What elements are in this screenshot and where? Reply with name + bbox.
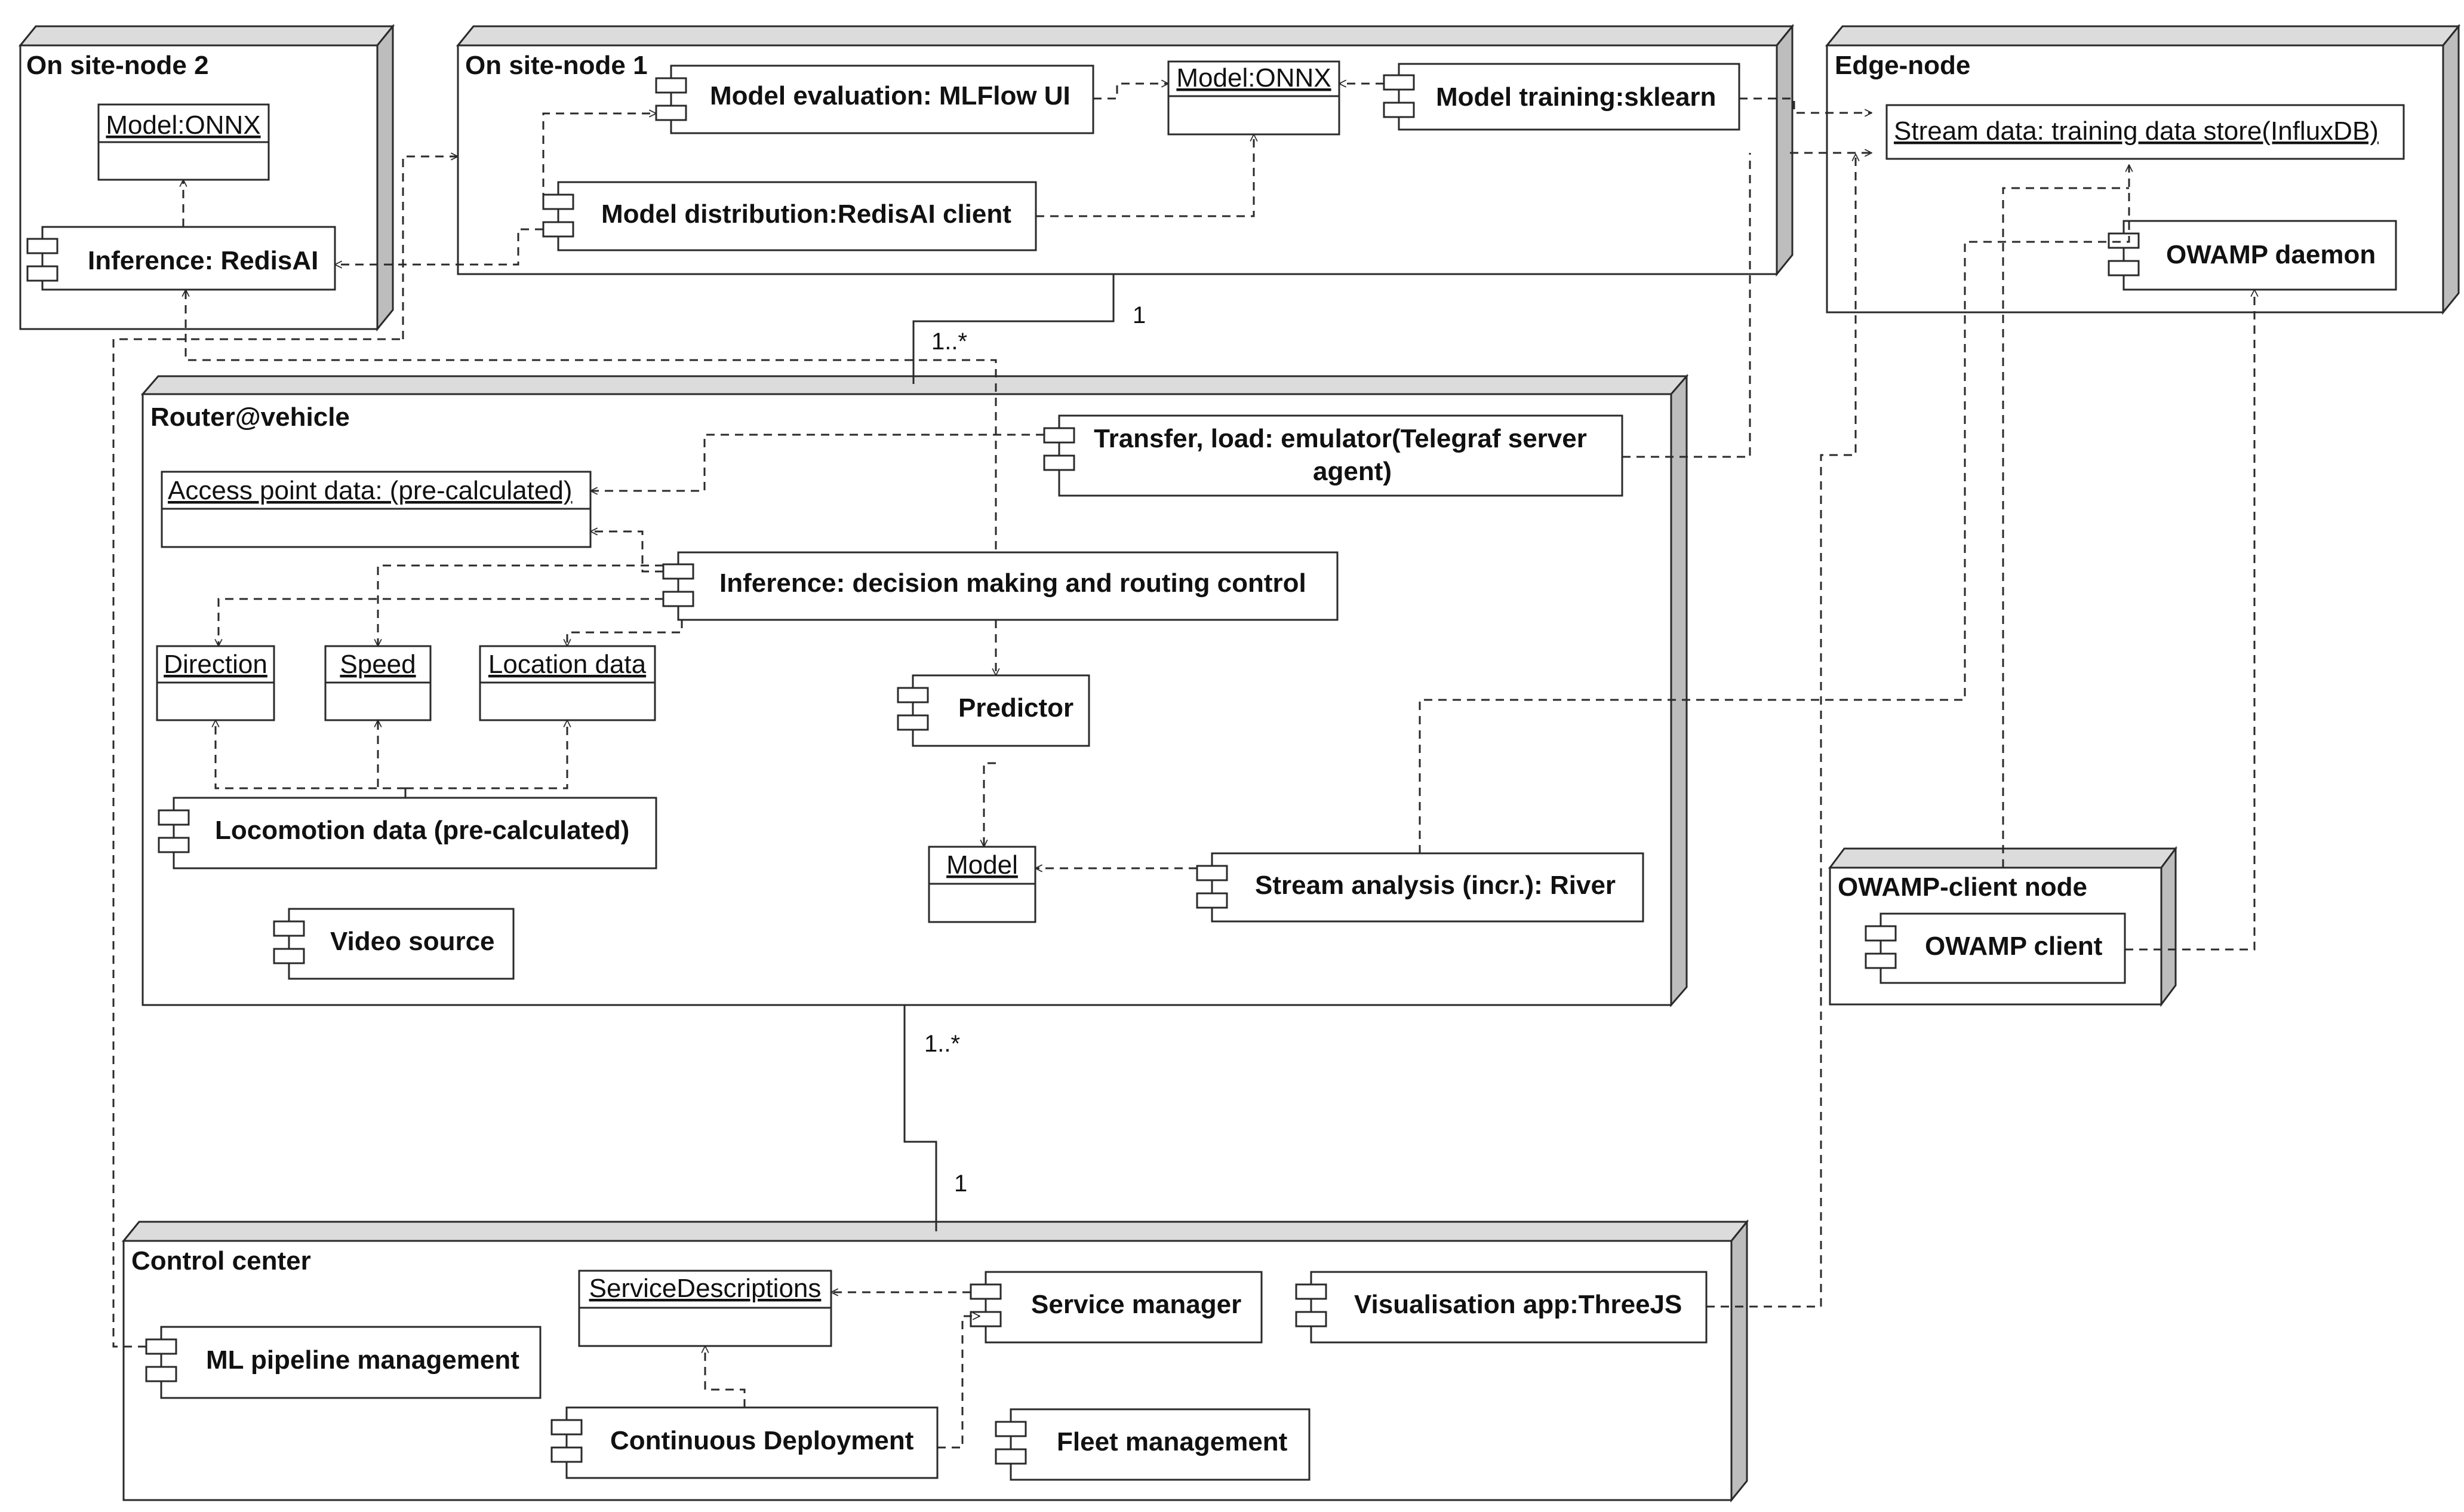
svg-text:OWAMP daemon: OWAMP daemon [2166, 240, 2376, 269]
dependencies [112, 84, 2254, 1449]
artifact-location-data: Location data [479, 645, 656, 721]
dependency-arrow [1093, 84, 1168, 100]
svg-text:Speed: Speed [340, 650, 416, 679]
component-transfer-load: Transfer, load: emulator(Telegraf server… [1043, 414, 1623, 497]
svg-text:OWAMP client: OWAMP client [1925, 932, 2103, 961]
dependency-arrow [705, 1346, 746, 1407]
component-owamp-client: OWAMP client [1865, 912, 2126, 984]
component-owamp-daemon: OWAMP daemon [2108, 220, 2397, 291]
dependency-arrow [937, 1316, 980, 1449]
svg-text:Service manager: Service manager [1031, 1290, 1241, 1319]
component-stream-analysis: Stream analysis (incr.): River [1196, 852, 1644, 923]
svg-text:Fleet management: Fleet management [1057, 1427, 1288, 1456]
component-video-source: Video source [273, 908, 515, 980]
component-ml-pipeline: ML pipeline management [145, 1326, 542, 1399]
svg-text:Location data: Location data [488, 650, 647, 679]
svg-text:Access point data: (pre-calcul: Access point data: (pre-calculated) [168, 476, 572, 505]
component-service-manager: Service manager [970, 1271, 1263, 1344]
dependency-arrow [112, 338, 403, 1348]
svg-text:ML pipeline management: ML pipeline management [206, 1345, 519, 1375]
artifact-model-onnx-site1: Model:ONNX [1167, 60, 1340, 136]
artifact-model: Model [928, 846, 1036, 923]
dependency-arrow [1706, 154, 1856, 1308]
multiplicity-label: 1 [1133, 302, 1146, 328]
component-inference-decision: Inference: decision making and routing c… [662, 551, 1339, 621]
node-title: Router@vehicle [150, 402, 350, 432]
svg-text:ServiceDescriptions: ServiceDescriptions [589, 1274, 822, 1303]
svg-text:Continuous Deployment: Continuous Deployment [610, 1426, 914, 1455]
svg-text:Stream analysis (incr.): River: Stream analysis (incr.): River [1255, 871, 1616, 900]
node-title: On site-node 1 [465, 51, 648, 80]
association-router-control [903, 1005, 937, 1231]
node-title: Edge-node [1835, 51, 1970, 80]
artifact-speed: Speed [324, 645, 432, 721]
multiplicity-label: 1..* [924, 1031, 960, 1057]
component-continuous-deployment: Continuous Deployment [550, 1406, 939, 1479]
dependency-arrow [378, 720, 405, 789]
svg-text:Locomotion data (pre-calculate: Locomotion data (pre-calculated) [215, 816, 629, 845]
svg-text:Inference: decision making and: Inference: decision making and routing c… [719, 568, 1306, 598]
svg-text:agent): agent) [1313, 457, 1392, 486]
svg-text:Predictor: Predictor [958, 693, 1073, 723]
dependency-arrow [216, 720, 405, 789]
svg-text:Model training:sklearn: Model training:sklearn [1436, 82, 1716, 112]
svg-text:Inference: RedisAI: Inference: RedisAI [88, 246, 318, 275]
svg-text:Stream data: training data sto: Stream data: training data store(InfluxD… [1894, 116, 2379, 146]
dependency-arrow [984, 762, 996, 847]
dependency-arrow [1419, 165, 2129, 853]
artifact-model-onnx-site2: Model:ONNX [97, 103, 270, 181]
svg-text:Model:ONNX: Model:ONNX [1176, 63, 1331, 93]
artifact-service-descriptions: ServiceDescriptions [578, 1270, 832, 1347]
dependency-arrow [567, 620, 683, 646]
dependency-arrow [2002, 187, 2129, 868]
node-title: Control center [131, 1246, 311, 1276]
dependency-arrow [2125, 290, 2254, 951]
component-visualisation-app: Visualisation app:ThreeJS [1295, 1271, 1708, 1344]
component-model-distribution: Model distribution:RedisAI client [542, 181, 1037, 251]
dependency-arrow [1622, 153, 1751, 458]
svg-text:Model:ONNX: Model:ONNX [106, 110, 260, 140]
component-model-training: Model training:sklearn [1383, 63, 1740, 131]
svg-text:Model: Model [946, 850, 1018, 880]
component-fleet-management: Fleet management [995, 1408, 1311, 1481]
component-locomotion: Locomotion data (pre-calculated) [158, 797, 657, 869]
dependency-arrow [590, 531, 663, 573]
dependency-arrow [1739, 97, 1872, 113]
dependency-arrow [1036, 134, 1254, 217]
association-site1-router [912, 274, 1115, 384]
dependency-arrow [186, 290, 997, 549]
dependency-arrow [405, 720, 567, 789]
svg-text:Model distribution:RedisAI cli: Model distribution:RedisAI client [601, 199, 1011, 229]
dependency-arrow [542, 113, 656, 201]
svg-text:Model evaluation: MLFlow UI: Model evaluation: MLFlow UI [710, 81, 1070, 110]
multiplicity-label: 1 [954, 1170, 967, 1197]
svg-text:Visualisation app:ThreeJS: Visualisation app:ThreeJS [1354, 1290, 1682, 1319]
artifact-direction: Direction [156, 645, 275, 721]
associations [903, 274, 1115, 1231]
svg-text:Transfer, load: emulator(Teleg: Transfer, load: emulator(Telegraf server [1094, 424, 1587, 453]
component-model-evaluation: Model evaluation: MLFlow UI [655, 64, 1094, 134]
component-predictor: Predictor [897, 674, 1090, 747]
artifact-stream-data: Stream data: training data store(InfluxD… [1885, 104, 2405, 160]
node-title: OWAMP-client node [1838, 872, 2087, 902]
multiplicity-label: 1..* [931, 328, 967, 355]
dependency-arrow [402, 156, 458, 339]
artifact-access-point: Access point data: (pre-calculated) [161, 471, 592, 548]
component-inference-redisai: Inference: RedisAI [26, 226, 336, 291]
svg-text:Video source: Video source [330, 927, 495, 956]
dependency-arrow [219, 598, 663, 646]
node-title: On site-node 2 [26, 51, 209, 80]
svg-text:Direction: Direction [164, 650, 267, 679]
